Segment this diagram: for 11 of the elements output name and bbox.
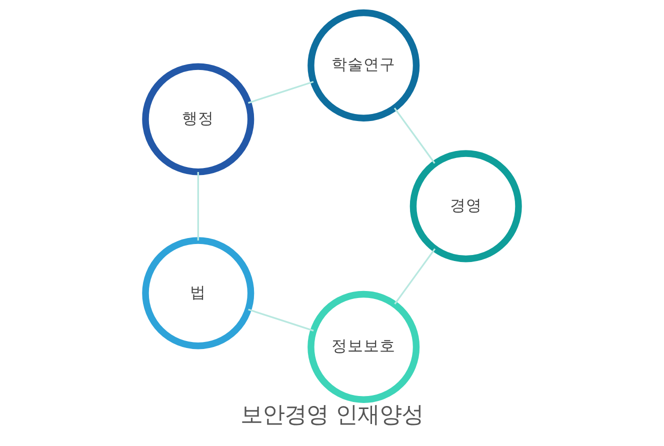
node-circle: 학술연구 [308,9,420,122]
connector [394,248,436,304]
node-circle: 행정 [142,63,254,176]
connector [248,308,314,332]
node-circle: 정보보호 [308,290,420,403]
connector [197,172,199,241]
connector [394,108,436,164]
diagram-title: 보안경영 인재양성 [240,402,424,428]
node-circle: 경영 [410,150,522,262]
node-circle: 법 [142,237,254,350]
connector [248,80,314,104]
